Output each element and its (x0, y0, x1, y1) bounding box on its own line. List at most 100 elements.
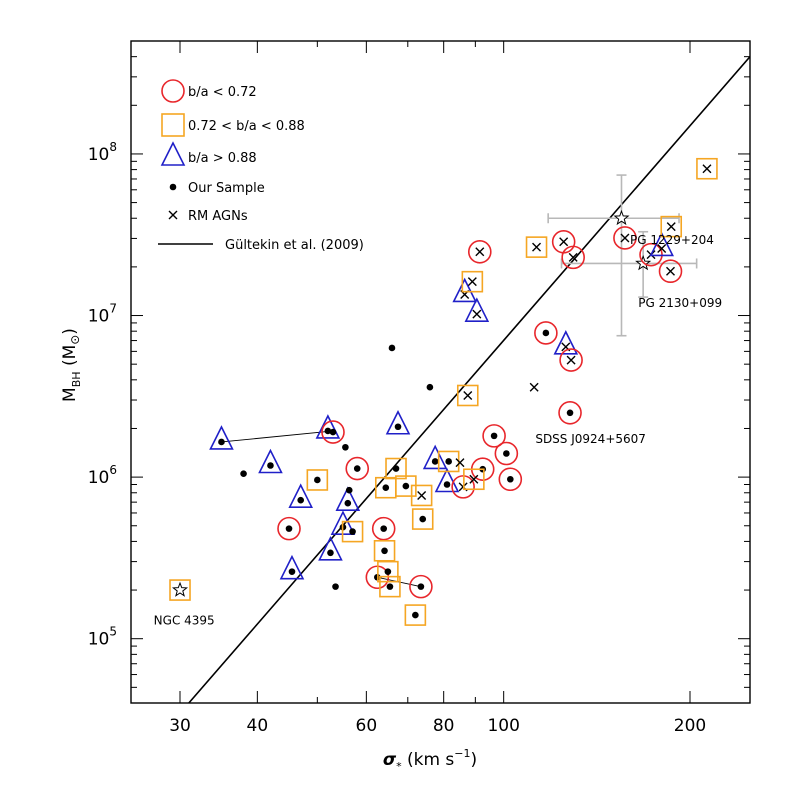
our-sample-point-23 (388, 344, 396, 352)
rm-agn-square (525, 236, 548, 258)
legend-triangle-marker (160, 141, 186, 166)
our-sample-dot (503, 450, 510, 457)
our-sample-point-6 (306, 469, 329, 491)
x-tick-label: 30 (169, 716, 191, 736)
legend-entry-4: RM AGNs (168, 209, 248, 224)
our-sample-dot (381, 547, 388, 555)
our-sample-point-10 (332, 583, 339, 590)
rm-agn-point-7 (463, 468, 485, 491)
our-sample-dot (542, 329, 550, 337)
our-sample-circle (482, 424, 506, 448)
rm-agn-cross (568, 252, 578, 262)
our-sample-dot (417, 583, 425, 590)
our-sample-point-8 (318, 536, 343, 561)
our-sample-circle (345, 456, 370, 481)
our-sample-dot (349, 528, 356, 535)
rm-agn-square (456, 384, 479, 407)
rm-agn-cross (532, 242, 542, 252)
our-sample-point-27 (404, 604, 427, 626)
rm-agn-cross (472, 309, 482, 319)
our-sample-point-19 (373, 539, 396, 562)
our-sample-dot (402, 482, 410, 490)
rm-agn-square (410, 484, 433, 507)
our-sample-point-7 (315, 414, 341, 439)
our-sample-triangle (288, 483, 313, 508)
relation-line (188, 56, 750, 703)
rm-agn-point-19 (660, 215, 683, 238)
our-sample-point-3 (277, 516, 301, 541)
y-label-main: M (60, 387, 80, 402)
rm-agn-point-17 (649, 231, 674, 257)
our-sample-point-15 (341, 520, 364, 543)
our-sample-point-1 (240, 470, 247, 477)
our-sample-dot (332, 583, 339, 590)
our-sample-square (377, 560, 399, 583)
rm-agn-triangle (553, 330, 579, 355)
rm-agn-point-11 (551, 229, 576, 254)
our-sample-dot (342, 443, 349, 451)
our-sample-square (306, 469, 329, 491)
x-tick-label: 60 (356, 716, 378, 736)
rm-agn-circle (559, 348, 583, 372)
y-tick-exp: 6 (109, 463, 117, 477)
our-sample-point-36 (494, 441, 519, 466)
rm-agn-cross (666, 222, 676, 232)
our-sample-dot (388, 344, 396, 352)
rm-agn-square (696, 157, 718, 180)
rm-agn-cross (657, 243, 667, 253)
our-sample-circle (558, 401, 582, 425)
rm-agn-cross (469, 474, 479, 484)
x-label-sub: * (396, 760, 402, 773)
our-sample-triangle (318, 536, 343, 561)
legend-label: Gültekin et al. (2009) (225, 238, 364, 253)
rm-agn-triangle (464, 297, 490, 322)
our-sample-dot (386, 583, 394, 590)
legend-label: b/a > 0.88 (188, 151, 257, 166)
our-sample-triangle (209, 425, 234, 450)
y-tick-label: 106 (88, 463, 117, 488)
connector-line-1 (377, 576, 422, 588)
rm-agn-point-13 (559, 348, 583, 372)
our-sample-circle (277, 516, 301, 541)
our-sample-dot (426, 383, 434, 391)
annotation-label: SDSS J0924+5607 (535, 432, 646, 446)
rm-agn-point-20 (696, 157, 718, 180)
legend-square-marker (161, 113, 185, 137)
x-tick-label: 40 (247, 716, 269, 736)
legend-label: b/a < 0.72 (188, 85, 257, 100)
x-label-unit: (km s (407, 750, 454, 770)
y-label-sub: BH (70, 371, 83, 387)
rm-agn-circle (658, 259, 683, 284)
y-tick-base: 10 (88, 468, 110, 488)
y-label-unit-symbol: ⊙ (68, 335, 82, 345)
legend-cross-marker (168, 210, 178, 220)
legend-entry-3: Our Sample (169, 181, 265, 196)
our-sample-circle (534, 321, 558, 345)
y-tick-label: 105 (88, 625, 117, 650)
y-tick-exp: 5 (109, 625, 117, 639)
our-sample-square (379, 575, 401, 598)
rm-agn-square (461, 270, 484, 293)
our-sample-dot (267, 462, 274, 469)
our-sample-dot (297, 496, 305, 504)
x-label-unit-exp: −1 (454, 747, 470, 760)
rm-agn-square (463, 468, 485, 491)
our-sample-point-35 (482, 424, 506, 448)
our-sample-point-12 (342, 443, 349, 451)
our-sample-point-20 (374, 476, 397, 499)
our-sample-point-18 (371, 516, 396, 541)
our-sample-dot (288, 568, 296, 575)
our-sample-dot (445, 458, 452, 465)
legend-entry-0: b/a < 0.72 (161, 79, 257, 103)
x-tick-label: 80 (433, 716, 455, 736)
x-axis-label: σ* (km s−1) (383, 747, 477, 773)
legend-entry-1: 0.72 < b/a < 0.88 (161, 113, 305, 137)
rm-agn-point-10 (525, 236, 548, 258)
rm-agn-point-5 (461, 270, 484, 293)
rm-agn-cross (702, 164, 712, 174)
our-sample-point-9 (321, 420, 345, 444)
our-sample-triangle (279, 554, 305, 580)
our-sample-point-38 (534, 321, 558, 345)
rm-agn-cross (475, 247, 485, 257)
annotation-label: PG 1229+204 (630, 233, 714, 247)
